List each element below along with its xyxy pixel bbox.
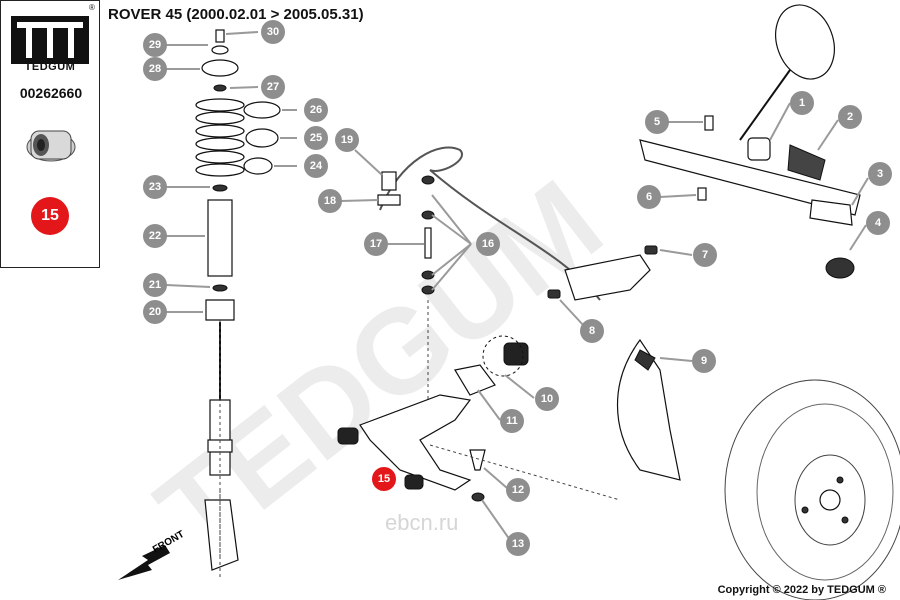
callout-15-label: 15 (378, 473, 390, 485)
callout-8-label: 8 (589, 325, 595, 337)
callout-6[interactable]: 6 (637, 185, 661, 209)
callout-27[interactable]: 27 (261, 75, 285, 99)
callout-20-label: 20 (149, 306, 161, 318)
callout-23[interactable]: 23 (143, 175, 167, 199)
callout-28-label: 28 (149, 63, 161, 75)
callout-18[interactable]: 18 (318, 189, 342, 213)
callout-3-label: 3 (877, 168, 883, 180)
callout-30[interactable]: 30 (261, 20, 285, 44)
callout-24-label: 24 (310, 160, 323, 172)
callout-7[interactable]: 7 (693, 243, 717, 267)
callout-28[interactable]: 28 (143, 57, 167, 81)
callout-17-label: 17 (370, 238, 382, 250)
callout-24[interactable]: 24 (304, 154, 328, 178)
callout-12[interactable]: 12 (506, 478, 530, 502)
callout-2-label: 2 (847, 111, 853, 123)
callout-29-label: 29 (149, 39, 161, 51)
callout-9[interactable]: 9 (692, 349, 716, 373)
callout-10[interactable]: 10 (535, 387, 559, 411)
callout-19[interactable]: 19 (335, 128, 359, 152)
callout-7-label: 7 (702, 249, 708, 261)
callout-20[interactable]: 20 (143, 300, 167, 324)
brand-name: TEDGUM (24, 61, 76, 73)
steering-rack-parts (697, 115, 855, 279)
callout-22-label: 22 (149, 230, 161, 242)
callout-6-label: 6 (646, 191, 652, 203)
control-arm (337, 335, 621, 502)
callout-25-label: 25 (310, 132, 322, 144)
bearing-25 (245, 128, 279, 148)
callout-17[interactable]: 17 (364, 232, 388, 256)
front-direction-arrow (118, 545, 170, 580)
tedgum-logo-icon (11, 16, 89, 64)
callout-30-label: 30 (267, 26, 279, 38)
callout-8[interactable]: 8 (580, 319, 604, 343)
callout-2[interactable]: 2 (838, 105, 862, 129)
callout-11[interactable]: 11 (500, 409, 524, 433)
callout-13[interactable]: 13 (506, 532, 530, 556)
callout-10-label: 10 (541, 393, 553, 405)
callout-13-label: 13 (512, 538, 524, 550)
vehicle-title: ROVER 45 (2000.02.01 > 2005.05.31) (108, 6, 364, 23)
callout-18-label: 18 (324, 195, 336, 207)
callout-layer (165, 31, 869, 541)
selected-callout-badge[interactable]: 15 (31, 197, 69, 235)
callout-1-label: 1 (799, 97, 805, 109)
callout-3[interactable]: 3 (868, 162, 892, 186)
callout-16[interactable]: 16 (476, 232, 500, 256)
part-info-panel: ® TEDGUM 00262660 15 (0, 0, 100, 268)
callout-25[interactable]: 25 (304, 126, 328, 150)
callout-21[interactable]: 21 (143, 273, 167, 297)
part-thumbnail-icon[interactable] (19, 113, 83, 177)
callout-26[interactable]: 26 (304, 98, 328, 122)
callout-1[interactable]: 1 (790, 91, 814, 115)
registered-mark: ® (89, 3, 95, 12)
knuckle (547, 245, 681, 481)
callout-29[interactable]: 29 (143, 33, 167, 57)
mount-plate-26 (243, 101, 281, 119)
callout-23-label: 23 (149, 181, 161, 193)
callout-12-label: 12 (512, 484, 524, 496)
callout-22[interactable]: 22 (143, 224, 167, 248)
callout-19-label: 19 (341, 134, 353, 146)
callout-4[interactable]: 4 (866, 211, 890, 235)
strut-assembly (195, 29, 245, 580)
callout-15-selected[interactable]: 15 (372, 467, 396, 491)
callout-27-label: 27 (267, 81, 279, 93)
steering-column (639, 4, 861, 216)
callout-4-label: 4 (875, 217, 882, 229)
callout-16-label: 16 (482, 238, 494, 250)
callout-21-label: 21 (149, 279, 161, 291)
callout-5-label: 5 (654, 116, 660, 128)
callout-26-label: 26 (310, 104, 322, 116)
copyright-text: Copyright © 2022 by TEDGUM ® (717, 584, 886, 596)
site-watermark: ebcn.ru (385, 510, 459, 535)
callout-11-label: 11 (506, 415, 518, 427)
part-number: 00262660 (19, 85, 83, 101)
callout-9-label: 9 (701, 355, 707, 367)
seat-24 (243, 157, 273, 175)
wheel (724, 379, 900, 600)
callout-5[interactable]: 5 (645, 110, 669, 134)
